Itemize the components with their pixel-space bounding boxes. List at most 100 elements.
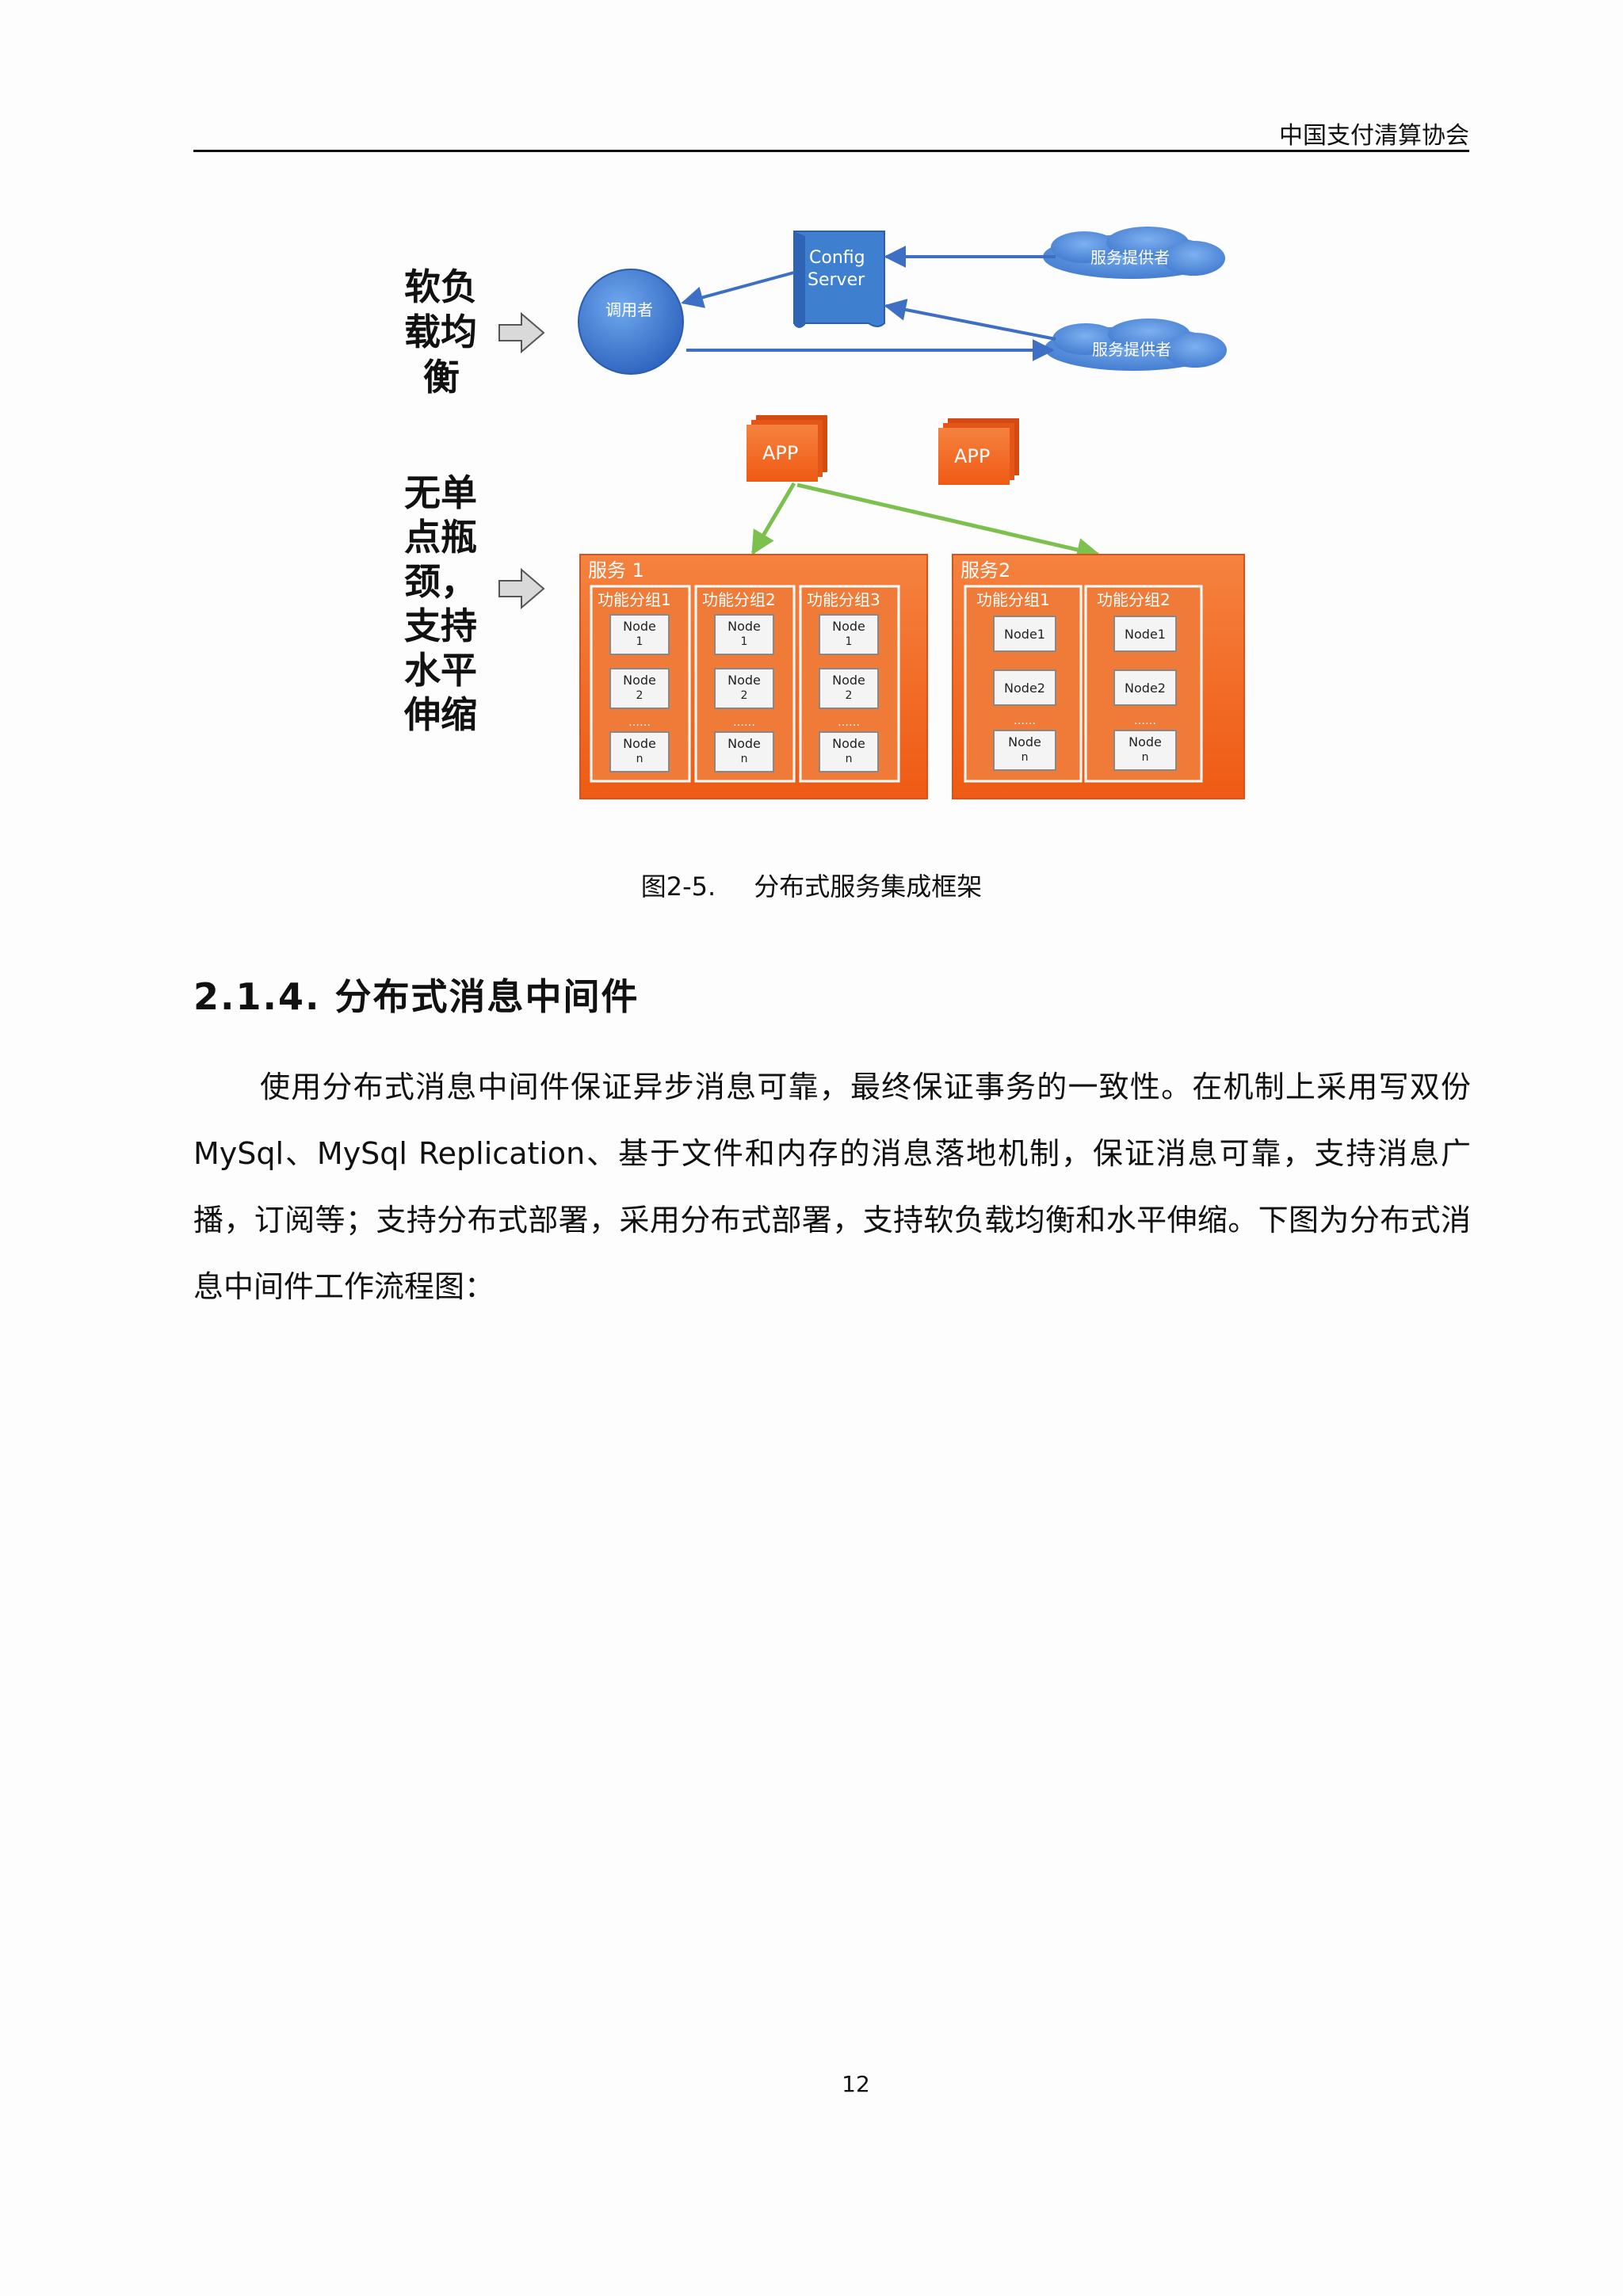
svg-text:n: n bbox=[846, 753, 853, 765]
node-box: Node1 bbox=[993, 616, 1056, 652]
architecture-figure: 软负 载均 衡 无单 点瓶 颈， 支持 水平 伸缩 调用者 Config Ser… bbox=[393, 212, 1265, 814]
arrow-app1-to-service1 bbox=[750, 482, 796, 555]
svg-text:Node: Node bbox=[727, 673, 761, 688]
function-group: 功能分组1 Node1 Node2 …… Node n bbox=[964, 585, 1083, 783]
config-server-node: Config Server bbox=[793, 231, 885, 328]
svg-text:1: 1 bbox=[741, 635, 748, 648]
group-title: 功能分组3 bbox=[807, 590, 880, 609]
node-box: Node1 bbox=[609, 614, 670, 655]
group-title: 功能分组2 bbox=[702, 590, 776, 609]
left-label-line: 无单 bbox=[404, 471, 477, 514]
svg-text:Node: Node bbox=[727, 619, 761, 634]
svg-text:Node: Node bbox=[623, 736, 656, 751]
left-label-line: 伸缩 bbox=[403, 693, 477, 736]
app-tile-1: APP bbox=[747, 415, 827, 482]
caller-node bbox=[578, 269, 684, 375]
left-label-line: 支持 bbox=[404, 605, 477, 647]
node-box: Node2 bbox=[993, 669, 1056, 706]
node-box: Node n bbox=[993, 730, 1056, 771]
node-box: Node1 bbox=[819, 614, 879, 655]
node-box: Node2 bbox=[819, 668, 879, 709]
svg-text:Node: Node bbox=[1008, 734, 1041, 749]
arrow-provider2-to-config bbox=[884, 299, 1056, 341]
node-box: Node2 bbox=[714, 668, 774, 709]
provider-label: 服务提供者 bbox=[1090, 248, 1170, 267]
svg-text:n: n bbox=[1142, 751, 1149, 764]
figure-caption: 图2-5. 分布式服务集成框架 bbox=[0, 867, 1623, 903]
app-label: APP bbox=[762, 442, 798, 464]
app-tile-2: APP bbox=[938, 418, 1019, 485]
node-box: Node2 bbox=[1113, 669, 1177, 706]
left-label-line: 点瓶 bbox=[404, 516, 477, 559]
arrow-app1-to-service2 bbox=[796, 482, 1101, 562]
ellipsis: …… bbox=[1134, 715, 1156, 727]
left-label-line: 水平 bbox=[404, 649, 477, 692]
left-label-line: 颈， bbox=[404, 560, 477, 603]
arrow-config-to-caller bbox=[681, 271, 795, 308]
figure-caption-text: 分布式服务集成框架 bbox=[754, 871, 983, 902]
ellipsis: …… bbox=[1014, 715, 1036, 727]
body-text: 使用分布式消息中间件保证异步消息可靠，最终保证事务的一致性。在机制上采用写双份 … bbox=[193, 1054, 1471, 1320]
node-box: Node2 bbox=[609, 668, 670, 709]
svg-text:Node2: Node2 bbox=[1004, 681, 1045, 696]
block-arrow-icon bbox=[498, 311, 545, 354]
left-label-line: 软负 bbox=[404, 265, 477, 308]
svg-text:Node2: Node2 bbox=[1125, 681, 1166, 696]
provider-cloud-1: 服务提供者 bbox=[1043, 227, 1225, 279]
block-arrow-icon bbox=[498, 567, 545, 610]
ellipsis: …… bbox=[838, 716, 860, 729]
section-title: 2.1.4. 分布式消息中间件 bbox=[193, 975, 640, 1018]
left-label-line: 载均 bbox=[404, 311, 477, 353]
svg-text:1: 1 bbox=[846, 635, 853, 648]
svg-text:2: 2 bbox=[741, 689, 748, 702]
group-title: 功能分组1 bbox=[976, 590, 1050, 609]
svg-text:Node: Node bbox=[1128, 734, 1162, 749]
svg-text:Node: Node bbox=[623, 673, 656, 688]
architecture-diagram: 软负 载均 衡 无单 点瓶 颈， 支持 水平 伸缩 调用者 Config Ser… bbox=[403, 227, 1245, 799]
svg-text:Node: Node bbox=[623, 619, 656, 634]
svg-text:Node: Node bbox=[727, 736, 761, 751]
svg-text:n: n bbox=[636, 753, 643, 765]
group-title: 功能分组1 bbox=[598, 590, 671, 609]
app-label: APP bbox=[954, 445, 990, 467]
figure-caption-number: 图2-5. bbox=[640, 871, 716, 902]
ellipsis: …… bbox=[628, 716, 651, 729]
svg-text:1: 1 bbox=[636, 635, 643, 648]
provider-cloud-2: 服务提供者 bbox=[1044, 318, 1227, 371]
svg-text:n: n bbox=[741, 753, 748, 765]
svg-text:Node: Node bbox=[832, 619, 865, 634]
page-number: 12 bbox=[842, 2071, 870, 2097]
left-label-line: 衡 bbox=[423, 356, 460, 399]
header-rule bbox=[193, 150, 1469, 152]
node-box: Node n bbox=[819, 731, 879, 772]
ellipsis: …… bbox=[733, 716, 755, 729]
config-server-label: Server bbox=[808, 270, 865, 290]
svg-text:Node: Node bbox=[832, 673, 865, 688]
svg-text:Node: Node bbox=[832, 736, 865, 751]
service-title: 服务 1 bbox=[588, 559, 644, 582]
svg-text:2: 2 bbox=[846, 689, 853, 702]
node-box: Node n bbox=[714, 731, 774, 772]
caller-label: 调用者 bbox=[605, 300, 653, 319]
function-group: 功能分组2 Node1 Node2 …… Node n bbox=[1084, 585, 1203, 783]
header-organization: 中国支付清算协会 bbox=[1279, 122, 1469, 150]
svg-text:2: 2 bbox=[636, 689, 643, 702]
node-box: Node1 bbox=[714, 614, 774, 655]
provider-label: 服务提供者 bbox=[1092, 340, 1171, 359]
left-label-no-bottleneck: 无单 点瓶 颈， 支持 水平 伸缩 bbox=[403, 471, 477, 736]
svg-text:n: n bbox=[1022, 751, 1029, 764]
body-paragraph: 使用分布式消息中间件保证异步消息可靠，最终保证事务的一致性。在机制上采用写双份 … bbox=[193, 1070, 1471, 1304]
node-box: Node n bbox=[609, 731, 670, 772]
svg-text:Node1: Node1 bbox=[1125, 627, 1166, 642]
node-box: Node n bbox=[1113, 730, 1177, 771]
group-title: 功能分组2 bbox=[1097, 590, 1170, 609]
config-server-label: Config bbox=[809, 248, 865, 268]
svg-text:Node1: Node1 bbox=[1004, 627, 1045, 642]
left-label-soft-lb: 软负 载均 衡 bbox=[404, 265, 477, 399]
node-box: Node1 bbox=[1113, 616, 1177, 652]
